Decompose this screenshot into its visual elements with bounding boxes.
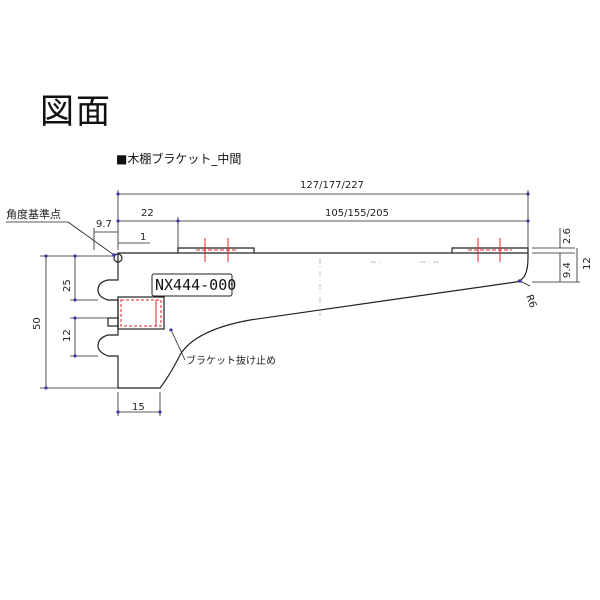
dim-height-12-right: 12	[582, 257, 593, 270]
dim-gap-1: 1	[140, 232, 146, 243]
dim-inner-length: 105/155/205	[325, 208, 389, 219]
radius-label: R6	[523, 293, 538, 309]
stopper-highlight	[120, 299, 162, 327]
dim-thick-2-6: 2.6	[562, 228, 573, 244]
center-lines	[319, 258, 440, 320]
bracket-outline	[97, 247, 529, 389]
page-title: 図面	[40, 92, 112, 132]
part-number-box	[151, 273, 233, 297]
drawing-subtitle: ■木棚ブラケット_中間	[116, 152, 242, 166]
hole-markers	[196, 238, 512, 262]
dim-height-25: 25	[62, 279, 73, 292]
dimension-labels: 127/177/227 105/155/205 22 9.7 1 50 25 1…	[32, 180, 593, 413]
dim-total-length: 127/177/227	[300, 180, 364, 191]
dim-height-9-4: 9.4	[562, 262, 573, 278]
stopper-label: ブラケット抜け止め	[186, 354, 276, 367]
dim-offset-22: 22	[141, 208, 154, 219]
part-number: NX444-000	[155, 276, 236, 294]
dimension-lines	[6, 190, 580, 416]
dimension-dots	[44, 192, 530, 414]
dim-height-50: 50	[32, 317, 43, 330]
dim-height-12-left: 12	[62, 329, 73, 342]
angle-reference-label: 角度基準点	[6, 207, 61, 221]
dim-offset-9-7: 9.7	[96, 219, 112, 230]
dim-width-15: 15	[132, 402, 145, 413]
